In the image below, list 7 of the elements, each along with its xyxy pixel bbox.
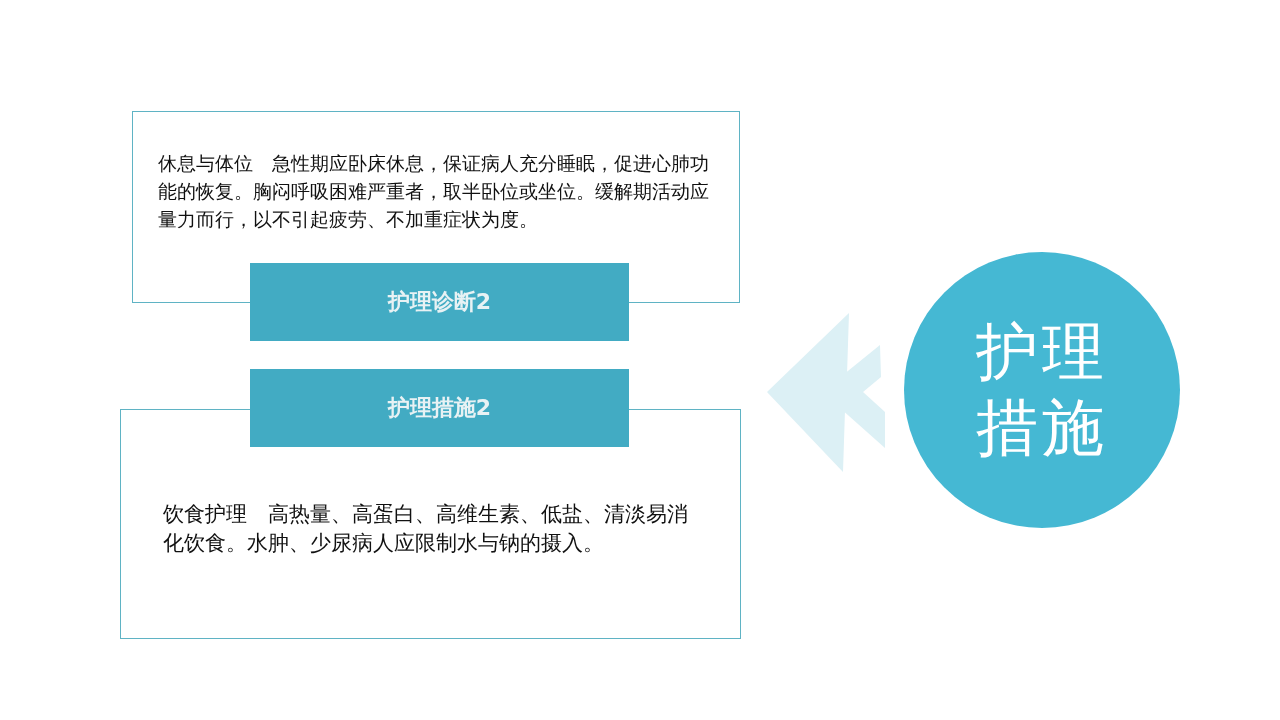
circle-title: 护理措施 — [975, 314, 1109, 466]
title-banner — [250, 263, 629, 341]
title-banner — [250, 369, 629, 447]
body-text: 饮食护理 高热量、高蛋白、高维生素、低盐、清淡易消化饮食。水肿、少尿病人应限制水与钠的摄入。 — [163, 501, 689, 557]
body-text: 休息与体位 急性期应卧床休息，保证病人充分睡眠，促进心肺功能的恢复。胸闷呼吸困难严重者，取半卧位或坐位。缓解期活动应量力而行，以不引起疲劳、不加重症状为度。 — [158, 151, 710, 232]
banner-title: 护理措施2 — [387, 394, 492, 422]
banner-title: 护理诊断2 — [387, 288, 492, 316]
